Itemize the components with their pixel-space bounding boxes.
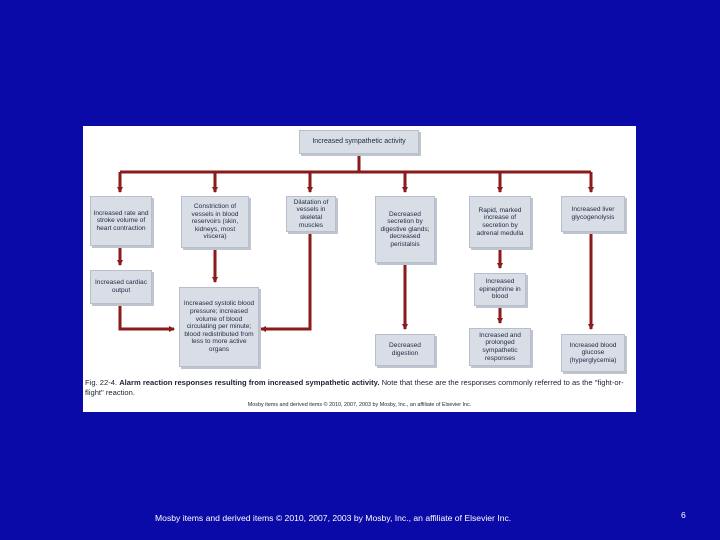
node-systolic-pressure: Increased systolic blood pressure; incre… bbox=[179, 287, 259, 367]
c3-to-c2b bbox=[260, 232, 312, 332]
node-prolonged-responses: Increased and prolonged sympathetic resp… bbox=[469, 328, 531, 366]
figure-number: Fig. 22-4. bbox=[85, 378, 118, 387]
node-heart-contraction: Increased rate and stroke volume of hear… bbox=[90, 196, 152, 246]
node-decreased-secretion: Decreased secretion by digestive glands;… bbox=[375, 196, 435, 263]
node-liver-glycogenolysis: Increased liver glycogenolysis bbox=[561, 196, 625, 232]
node-cardiac-output: Increased cardiac output bbox=[90, 270, 152, 304]
page-number: 6 bbox=[681, 510, 686, 520]
node-decreased-digestion: Decreased digestion bbox=[375, 334, 435, 366]
node-epinephrine: Increased epinephrine in blood bbox=[474, 273, 526, 306]
c1-to-c2b bbox=[118, 304, 175, 332]
figure-credit: Mosby items and derived items © 2010, 20… bbox=[247, 402, 472, 408]
node-hyperglycemia: Increased blood glucose (hyperglycemia) bbox=[561, 334, 625, 372]
node-adrenal-secretion: Rapid, marked increase of secretion by a… bbox=[469, 196, 531, 248]
node-increased-sympathetic-activity: Increased sympathetic activity bbox=[299, 130, 419, 154]
node-skeletal-dilatation: Dilatation of vessels in skeletal muscle… bbox=[286, 196, 336, 232]
footer-copyright: Mosby items and derived items © 2010, 20… bbox=[155, 513, 512, 523]
node-vessel-constriction: Constriction of vessels in blood reservo… bbox=[181, 196, 249, 248]
figure-caption: Fig. 22-4. Alarm reaction responses resu… bbox=[85, 378, 633, 398]
arrow-layer bbox=[117, 154, 594, 332]
flowchart-figure: Increased sympathetic activity Increased… bbox=[83, 126, 636, 412]
figure-title: Alarm reaction responses resulting from … bbox=[119, 378, 380, 387]
figure-description: Note that these are the responses common… bbox=[85, 378, 624, 397]
